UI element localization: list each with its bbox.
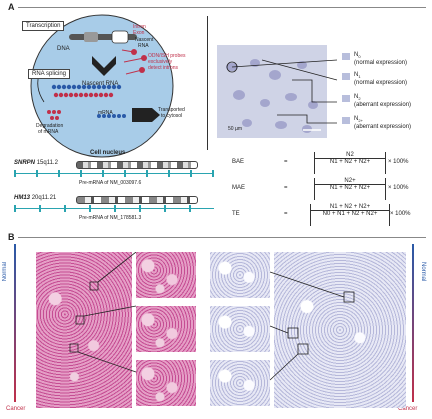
- eq-suffix: × 100%: [388, 159, 409, 165]
- chromosome-ideogram: [76, 161, 198, 169]
- gene-track-snrpn: SNRPN 15q11.2 Pre-mRNA of NM_003097.6: [14, 160, 214, 190]
- gradient-axis-left: [14, 244, 16, 402]
- rna-splicing-label: RNA splicing: [28, 69, 71, 79]
- he-overview-image: [36, 252, 132, 408]
- dna-label: DNA: [57, 46, 70, 52]
- panel-a-letter: A: [8, 2, 15, 12]
- eq-name: TE: [232, 211, 240, 217]
- ish-overview-image: [274, 252, 406, 408]
- normal-label-left: Normal: [2, 262, 8, 282]
- transcription-label: Transcription: [22, 21, 65, 31]
- degradation-label: Degradation: [36, 123, 64, 129]
- gene-name: HM13 20q11.21: [14, 195, 57, 201]
- ish-probes-label2: exclusively: [148, 59, 173, 65]
- intron-label: Intron: [133, 24, 146, 30]
- nascent-rna-top-label: Nascent: [135, 37, 154, 43]
- legend-item: N0(normal expression): [342, 52, 407, 67]
- eq-name: BAE: [232, 159, 245, 165]
- legend-swatch: [342, 117, 350, 124]
- gradient-axis-right: [412, 244, 414, 402]
- ish-zoom-mid: [210, 306, 270, 352]
- he-zoom-mid: [136, 306, 196, 352]
- panel-b-letter: B: [8, 232, 15, 242]
- legend-item: N2(aberrant expression): [342, 94, 411, 109]
- normal-label-right: Normal: [420, 262, 426, 282]
- eq-equals: =: [284, 211, 288, 217]
- he-zoom-normal: [136, 252, 196, 298]
- legend-item: N1(normal expression): [342, 72, 407, 87]
- gene-structure-exons: [14, 170, 214, 177]
- equation-bae: BAE = N2 N1 + N2 + N2+ × 100%: [232, 152, 422, 178]
- scale-bar-label: 50 µm: [228, 126, 242, 132]
- ish-probes-label: ODN/ISH probes: [148, 53, 186, 59]
- eq-fraction: N1 + N2 + N2+ N0 + N1 + N2 + N2+: [310, 204, 390, 226]
- legend-swatch: [342, 95, 350, 102]
- cancer-label-right: Cancer: [398, 406, 418, 412]
- legend-text: N2+(aberrant expression): [354, 116, 412, 131]
- eq-name: MAE: [232, 185, 246, 191]
- pre-mrna-label: Pre-mRNA of NM_003097.6: [79, 180, 142, 186]
- cell-nucleus-diagram: [14, 12, 199, 160]
- legend-swatch: [342, 73, 350, 80]
- legend-swatch: [342, 53, 350, 60]
- eq-equals: =: [284, 185, 288, 191]
- ish-zoom-normal: [210, 252, 270, 298]
- nascent-rna-top-label2: RNA: [138, 43, 149, 49]
- equation-mae: MAE = N2+ N1 + N2 + N2+ × 100%: [232, 178, 422, 204]
- pre-mrna-label: Pre-mRNA of NM_178581.3: [79, 215, 142, 221]
- gene-name: SNRPN 15q11.2: [14, 160, 58, 166]
- degradation-label2: of mRNA: [38, 129, 59, 135]
- micrograph-cells-svg: [226, 59, 321, 133]
- exon-label: Exon: [133, 30, 145, 36]
- legend-item: N2+(aberrant expression): [342, 116, 411, 131]
- legend-text: N1(normal expression): [354, 72, 408, 87]
- nucleus-svg: [30, 14, 174, 158]
- cancer-label-left: Cancer: [6, 406, 26, 412]
- eq-equals: =: [284, 159, 288, 165]
- chromosome-ideogram: [76, 196, 198, 204]
- nascent-rna-label: Nascent RNA: [82, 81, 119, 87]
- he-zoom-cancer: [136, 360, 196, 406]
- gene-structure-exons: [14, 205, 214, 212]
- legend-text: N2(aberrant expression): [354, 94, 412, 109]
- ish-zoom-cancer: [210, 360, 270, 406]
- legend-text: N0(normal expression): [354, 52, 408, 67]
- eq-fraction: N2 N1 + N2 + N2+: [314, 152, 386, 174]
- nucleus-bracket: [203, 16, 208, 150]
- transported-label: Transported: [158, 107, 185, 113]
- eq-fraction: N2+ N1 + N2 + N2+: [314, 178, 386, 200]
- ish-probes-label3: detect introns: [148, 65, 179, 71]
- legend-arrows: [232, 59, 338, 124]
- equation-te: TE = N1 + N2 + N2+ N0 + N1 + N2 + N2+ × …: [232, 204, 422, 230]
- cell-nucleus-caption: Cell nucleus: [90, 150, 126, 156]
- ish-micrograph: [217, 45, 327, 138]
- mrna-label: mRNA: [98, 110, 113, 116]
- eq-suffix: × 100%: [390, 211, 411, 217]
- panel-b-rule: [18, 237, 426, 238]
- panel-a-rule: [18, 7, 426, 8]
- gene-track-hm13: HM13 20q11.21 Pre-mRNA of NM_178581.3: [14, 195, 214, 225]
- panel-b-connectors: [69, 252, 355, 381]
- eq-suffix: × 100%: [388, 185, 409, 191]
- transported-label2: to cytosol: [161, 113, 183, 119]
